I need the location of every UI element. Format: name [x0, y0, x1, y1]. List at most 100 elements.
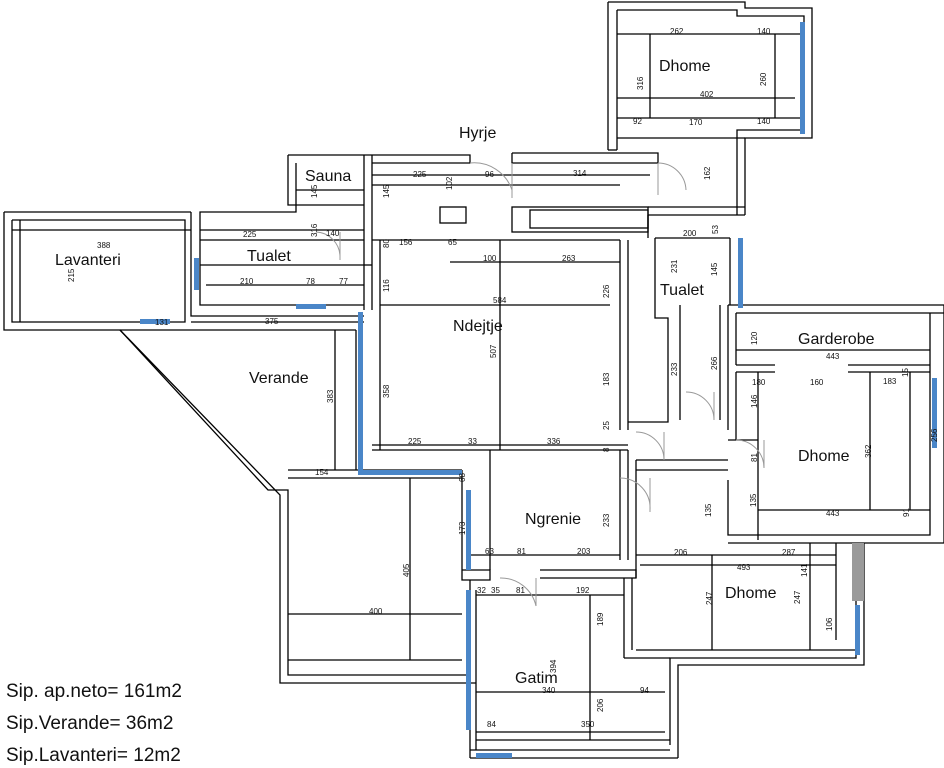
- door-swings: [315, 162, 765, 607]
- window-dhome-right: [932, 378, 937, 448]
- room-label-hyrje: Hyrje: [459, 125, 497, 142]
- dim-label: 53: [711, 225, 720, 234]
- room-label-sauna: Sauna: [305, 168, 352, 185]
- dim-label: 65: [448, 238, 457, 247]
- dim-label: 80: [382, 239, 391, 248]
- dim-label: 260: [759, 72, 768, 86]
- dim-label: 15: [901, 368, 910, 377]
- room-label-verande: Verande: [249, 370, 309, 387]
- dim-label: 91: [902, 508, 911, 517]
- dim-label: 400: [369, 607, 383, 616]
- dim-label: 77: [339, 277, 348, 286]
- dim-label: 247: [705, 591, 714, 605]
- window-verande-2: [358, 470, 462, 475]
- dim-label: 170: [689, 118, 703, 127]
- dim-label: 350: [581, 720, 595, 729]
- dim-label: 226: [602, 284, 611, 298]
- dim-label: 287: [782, 548, 796, 557]
- dim-label: 173: [458, 521, 467, 535]
- summary-lavanteri-area: Sip.Lavanteri= 12m2: [6, 745, 181, 766]
- room-label-ngrenie: Ngrenie: [525, 511, 582, 528]
- room-label-tualet-left: Tualet: [247, 248, 291, 265]
- dim-label: 94: [640, 686, 649, 695]
- window-lavanteri: [194, 258, 199, 290]
- dim-label: 92: [633, 117, 642, 126]
- dim-label: 340: [542, 686, 556, 695]
- window-tualet-right: [738, 238, 743, 308]
- dim-label: 206: [596, 698, 605, 712]
- dim-label: 262: [670, 27, 684, 36]
- dim-label: 405: [402, 563, 411, 577]
- dim-label: 183: [883, 377, 897, 386]
- dim-label: 102: [445, 176, 454, 190]
- dim-label: 68: [458, 473, 467, 482]
- window-gatim-bottom: [476, 753, 512, 758]
- window-verande-1: [358, 312, 363, 472]
- dim-label: 120: [750, 331, 759, 345]
- dim-label: 383: [326, 389, 335, 403]
- dim-label: 160: [810, 378, 824, 387]
- dim-label: 247: [793, 590, 802, 604]
- windows: [140, 22, 937, 758]
- window-lavanteri-bottom: [140, 319, 170, 324]
- dim-label: 584: [493, 296, 507, 305]
- dim-label: 225: [408, 437, 422, 446]
- dim-label: 131: [155, 318, 169, 327]
- dim-label: 493: [737, 563, 751, 572]
- dim-label: 145: [310, 184, 319, 198]
- dim-label: 362: [864, 444, 873, 458]
- dim-label: 32: [477, 586, 486, 595]
- dim-label: 225: [243, 230, 257, 239]
- dim-label: 135: [749, 493, 758, 507]
- dim-label: 140: [757, 27, 771, 36]
- room-label-tualet-right: Tualet: [660, 282, 704, 299]
- dim-label: 388: [97, 241, 111, 250]
- window-dhome-bottom: [855, 605, 860, 655]
- room-label-garderobe: Garderobe: [798, 331, 875, 348]
- dim-label: 256: [930, 428, 939, 442]
- dim-label: 81: [517, 547, 526, 556]
- dim-label: 233: [602, 513, 611, 527]
- outer-walls: [3, 1, 944, 759]
- dim-label: 192: [576, 586, 590, 595]
- dim-label: 375: [265, 317, 279, 326]
- dim-label: 154: [315, 468, 329, 477]
- dim-label: 8: [602, 447, 611, 452]
- dim-label: 135: [704, 503, 713, 517]
- dim-label: 200: [683, 229, 697, 238]
- window-ngrenie: [466, 490, 471, 570]
- dim-label: 25: [602, 421, 611, 430]
- dim-label: 443: [826, 352, 840, 361]
- dim-label: 116: [382, 279, 391, 292]
- dim-label: 183: [602, 372, 611, 386]
- window-tualet: [296, 304, 326, 309]
- dim-label: 100: [483, 254, 497, 263]
- dim-label: 96: [485, 170, 494, 179]
- dim-label: 145: [710, 262, 719, 276]
- dim-label: 358: [382, 384, 391, 398]
- dim-label: 507: [489, 344, 498, 358]
- dim-label: 394: [549, 659, 558, 673]
- room-label-lavanteri: Lavanteri: [55, 252, 121, 269]
- summary-net-area: Sip. ap.neto= 161m2: [6, 681, 182, 702]
- dim-label: 266: [710, 356, 719, 370]
- dim-label: 162: [703, 166, 712, 180]
- dim-label: 336: [547, 437, 561, 446]
- dim-label: 140: [326, 229, 340, 238]
- dim-label: 210: [240, 277, 254, 286]
- dim-label: 156: [399, 238, 413, 247]
- dim-label: 189: [596, 612, 605, 626]
- dim-label: 316: [310, 223, 319, 237]
- gray-panel: [852, 543, 864, 601]
- dim-label: 78: [306, 277, 315, 286]
- room-label-dhome-top: Dhome: [659, 58, 711, 75]
- room-label-dhome-bottom: Dhome: [725, 585, 777, 602]
- dim-label: 314: [573, 169, 587, 178]
- dim-label: 215: [67, 268, 76, 282]
- room-label-ndejtje: Ndejtje: [453, 318, 503, 335]
- dim-label: 203: [577, 547, 591, 556]
- dim-label: 263: [562, 254, 576, 263]
- window-gatim: [466, 590, 471, 730]
